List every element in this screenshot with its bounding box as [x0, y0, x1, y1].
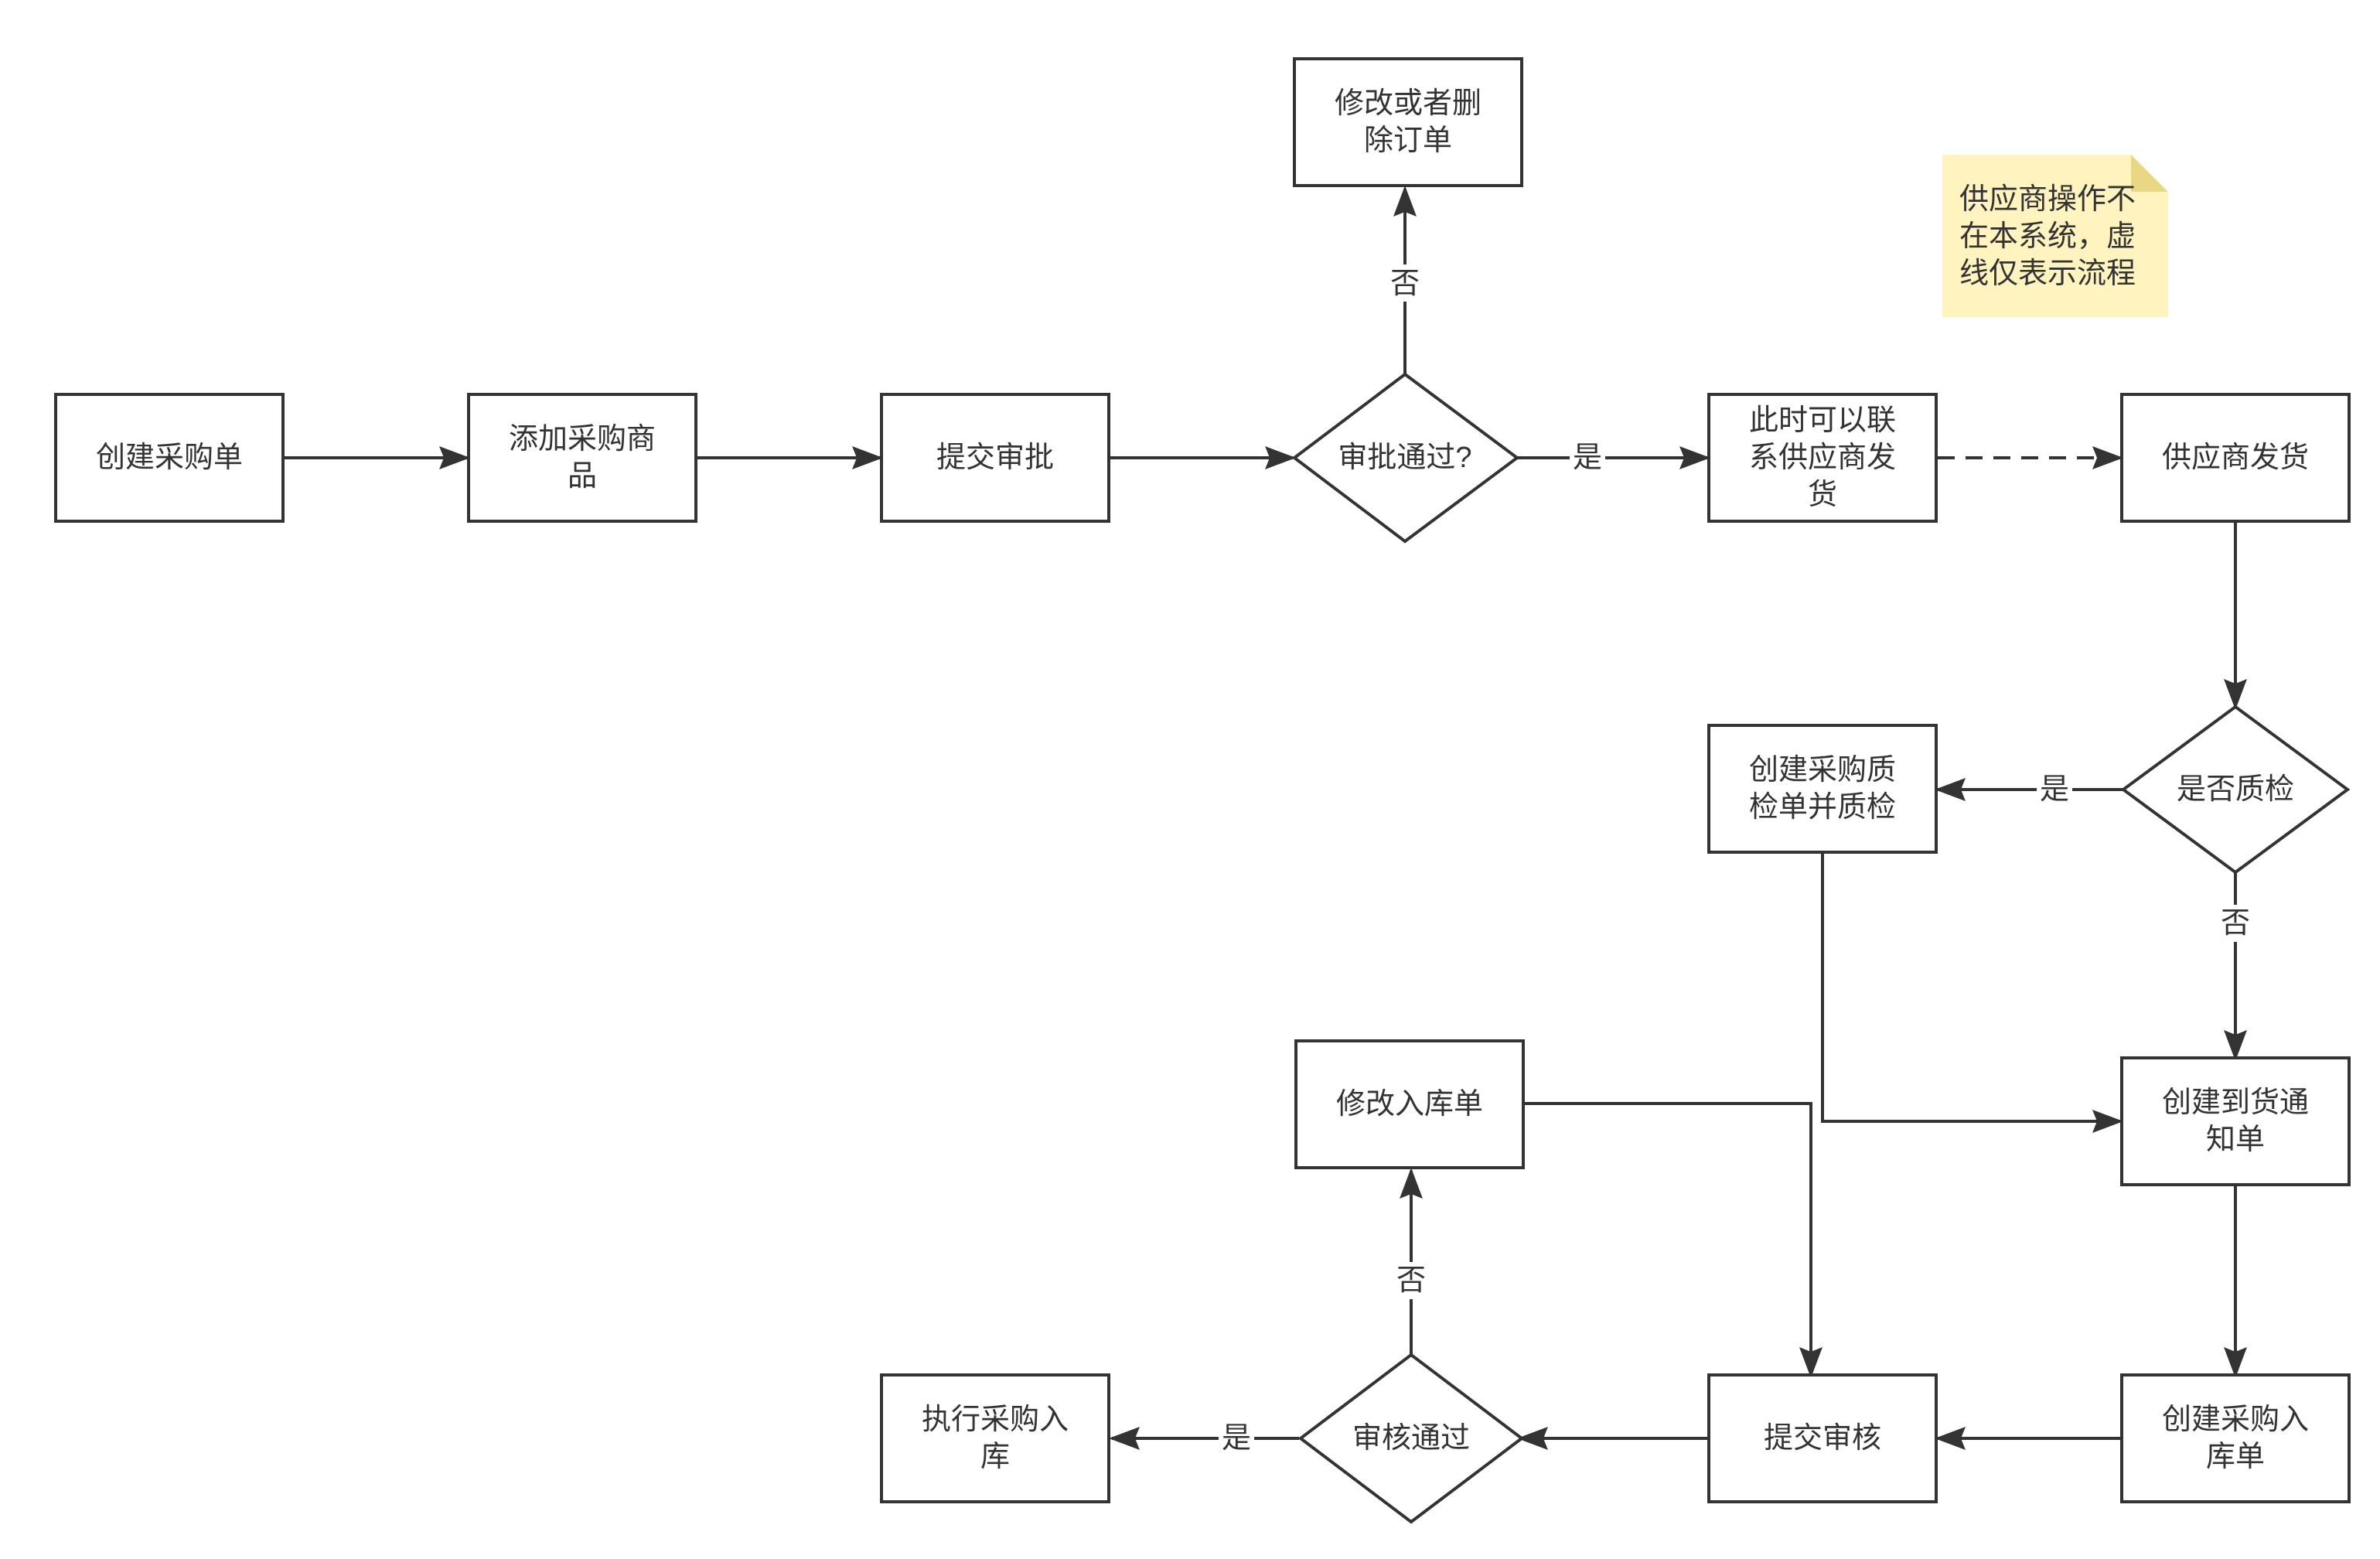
svg-text:创建采购质检单并质检: 创建采购质检单并质检 [1749, 754, 1896, 824]
node-create-qc-order[interactable]: 创建采购质检单并质检 [1707, 724, 1938, 854]
text-line: 系供应商发 [1749, 442, 1896, 474]
label-approval-no: 否 [1389, 264, 1420, 302]
node-create-po[interactable]: 创建采购单 [54, 393, 285, 523]
label-qc-no: 否 [2220, 905, 2251, 942]
text-line: 此时可以联 [1749, 404, 1896, 437]
svg-text:修改入库单: 修改入库单 [1336, 1088, 1483, 1121]
svg-text:是: 是 [2040, 773, 2069, 806]
svg-text:否: 否 [1390, 268, 1420, 300]
text-line: 线仅表示流程 [1959, 258, 2136, 290]
node-add-goods[interactable]: 添加采购商品 [467, 393, 697, 523]
svg-text:添加采购商品: 添加采购商品 [509, 423, 656, 493]
text-line: 创建采购单 [96, 442, 243, 474]
svg-text:是: 是 [1222, 1422, 1251, 1455]
text-line: 知单 [2206, 1124, 2265, 1156]
node-modify-delete-order[interactable]: 修改或者删除订单 [1293, 57, 1523, 187]
node-quality-check-q[interactable]: 是否质检 [2120, 704, 2351, 875]
node-modify-inbound-order[interactable]: 修改入库单 [1294, 1039, 1525, 1169]
svg-text:提交审批: 提交审批 [936, 442, 1054, 474]
text-line: 修改入库单 [1336, 1088, 1483, 1121]
svg-text:修改或者删除订单: 修改或者删除订单 [1335, 87, 1482, 157]
svg-text:审核通过: 审核通过 [1352, 1422, 1470, 1455]
node-submit-review[interactable]: 提交审核 [1707, 1373, 1938, 1503]
text-line: 添加采购商 [509, 423, 656, 455]
text-line: 库单 [2206, 1441, 2265, 1473]
edge-qc-order-to-arrival-notice [1821, 854, 2123, 1133]
svg-text:否: 否 [2221, 907, 2250, 940]
text-line: 提交审批 [936, 442, 1054, 474]
text-line: 创建采购入 [2162, 1404, 2309, 1436]
node-create-arrival-notice[interactable]: 创建到货通知单 [2120, 1056, 2351, 1186]
text-line: 执行采购入 [922, 1404, 1069, 1436]
text-line: 除订单 [1364, 125, 1452, 157]
text-line: 创建到货通 [2162, 1087, 2309, 1119]
svg-text:供应商操作不在本系统，虚线仅表示流程: 供应商操作不在本系统，虚线仅表示流程 [1959, 183, 2136, 290]
node-supplier-ship[interactable]: 供应商发货 [2120, 393, 2351, 523]
text-line: 提交审核 [1764, 1422, 1881, 1455]
text-line: 是否质检 [2177, 773, 2294, 806]
label-review-no: 否 [1396, 1262, 1427, 1299]
node-approval-passed[interactable]: 审批通过? [1291, 372, 1520, 544]
label-approval-yes: 是 [1570, 439, 1605, 476]
svg-text:创建采购入库单: 创建采购入库单 [2162, 1404, 2309, 1473]
node-create-inbound-order[interactable]: 创建采购入库单 [2120, 1373, 2351, 1503]
edges [285, 186, 2247, 1450]
label-review-yes: 是 [1219, 1420, 1254, 1457]
text-line: 检单并质检 [1749, 791, 1896, 824]
node-execute-inbound[interactable]: 执行采购入库 [880, 1373, 1110, 1503]
svg-text:否: 否 [1396, 1264, 1426, 1297]
node-submit-approval[interactable]: 提交审批 [880, 393, 1110, 523]
svg-text:执行采购入库: 执行采购入库 [922, 1404, 1069, 1473]
node-contact-supplier[interactable]: 此时可以联系供应商发货 [1707, 393, 1938, 523]
text-line: 在本系统，虚 [1959, 220, 2136, 253]
nodes: 创建采购单 添加采购商品 提交审批 审批通过? 修改或者删除订单 此时可以联系供… [54, 57, 2351, 1524]
svg-text:是: 是 [1573, 442, 1602, 474]
edge-labels: 否 是 是 否 否 是 [1219, 264, 2251, 1457]
label-qc-yes: 是 [2037, 771, 2072, 808]
svg-text:提交审核: 提交审核 [1764, 1422, 1881, 1455]
svg-text:此时可以联系供应商发货: 此时可以联系供应商发货 [1749, 404, 1896, 511]
edge-modify-inbound-to-submit-review [1525, 1102, 1823, 1378]
svg-text:供应商发货: 供应商发货 [2162, 442, 2309, 474]
node-review-passed[interactable]: 审核通过 [1297, 1353, 1525, 1524]
text-line: 供应商发货 [2162, 442, 2309, 474]
svg-text:是否质检: 是否质检 [2177, 773, 2294, 806]
text-line: 修改或者删 [1335, 87, 1482, 120]
svg-text:创建采购单: 创建采购单 [96, 442, 243, 474]
text-line: 货 [1808, 479, 1837, 511]
svg-text:审批通过?: 审批通过? [1338, 442, 1471, 474]
svg-text:创建到货通知单: 创建到货通知单 [2162, 1087, 2309, 1156]
text-line: 审批通过? [1338, 442, 1471, 474]
text-line: 审核通过 [1352, 1422, 1470, 1455]
text-line: 库 [980, 1441, 1010, 1473]
text-line: 创建采购质 [1749, 754, 1896, 786]
text-line: 供应商操作不 [1959, 183, 2136, 216]
sticky-note[interactable]: 供应商操作不在本系统，虚线仅表示流程 [1942, 155, 2168, 317]
text-line: 品 [568, 460, 597, 493]
